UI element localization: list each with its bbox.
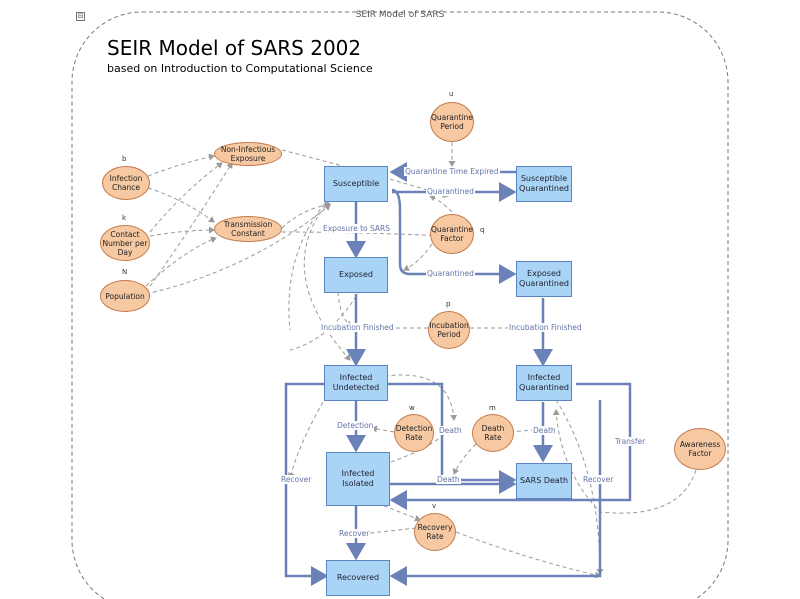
model-frame xyxy=(71,11,729,599)
stock-infected-isolated[interactable]: Infected Isolated xyxy=(326,452,390,506)
stock-susceptible[interactable]: Susceptible xyxy=(324,166,388,202)
flow-label-exposure-to-sars: Exposure to SARS xyxy=(322,224,392,233)
symbol-incubation-period: p xyxy=(446,300,451,308)
flow-label-recover-2: Recover xyxy=(582,475,615,484)
symbol-infection-chance: b xyxy=(122,155,127,163)
converter-awareness-factor[interactable]: Awareness Factor xyxy=(674,428,726,470)
collapse-icon[interactable]: ⊟ xyxy=(76,12,85,21)
diagram-subtitle: based on Introduction to Computational S… xyxy=(107,62,373,75)
stock-infected-quarantined[interactable]: Infected Quarantined xyxy=(516,365,572,401)
symbol-detection-rate: w xyxy=(409,404,415,412)
flow-label-death-3: Death xyxy=(436,475,461,484)
converter-death-rate[interactable]: Death Rate xyxy=(472,414,514,452)
converter-quarantine-period[interactable]: Quarantine Period xyxy=(430,102,474,142)
stock-recovered[interactable]: Recovered xyxy=(326,560,390,596)
flow-label-recover-1: Recover xyxy=(280,475,313,484)
symbol-quarantine-period: u xyxy=(449,90,454,98)
symbol-population: N xyxy=(122,268,128,276)
converter-detection-rate[interactable]: Detection Rate xyxy=(394,414,434,452)
flow-label-quarantined-s: Quarantined xyxy=(426,187,475,196)
converter-non-infectious-exposure[interactable]: Non-Infectious Exposure xyxy=(214,142,282,166)
symbol-recovery-rate: v xyxy=(432,502,437,510)
converter-recovery-rate[interactable]: Recovery Rate xyxy=(414,513,456,551)
flow-label-quarantined-e: Quarantined xyxy=(426,269,475,278)
symbol-quarantine-factor: q xyxy=(480,226,485,234)
flow-label-quarantine-time-expired: Quarantine Time Expired xyxy=(404,167,500,176)
flow-label-incubation-finished-2: Incubation Finished xyxy=(508,323,583,332)
converter-quarantine-factor[interactable]: Quarantine Factor xyxy=(430,214,474,254)
converter-contact-number[interactable]: Contact Number per Day xyxy=(100,225,150,261)
frame-title: SEIR Model of SARS xyxy=(355,10,445,20)
converter-population[interactable]: Population xyxy=(100,280,150,312)
flow-label-death-1: Death xyxy=(438,426,463,435)
stock-exposed[interactable]: Exposed xyxy=(324,257,388,293)
stock-sars-death[interactable]: SARS Death xyxy=(516,463,572,499)
stock-susceptible-quarantined[interactable]: Susceptible Quarantined xyxy=(516,166,572,202)
stock-exposed-quarantined[interactable]: Exposed Quarantined xyxy=(516,261,572,297)
symbol-contact-number: k xyxy=(122,214,127,222)
connectors xyxy=(145,142,697,579)
converter-infection-chance[interactable]: Infection Chance xyxy=(102,166,150,200)
converter-incubation-period[interactable]: Incubation Period xyxy=(428,311,470,349)
symbol-death-rate: m xyxy=(489,404,496,412)
flow-label-incubation-finished-1: Incubation Finished xyxy=(320,323,395,332)
stock-infected-undetected[interactable]: Infected Undetected xyxy=(324,365,388,401)
flow-label-transfer: Transfer xyxy=(614,437,647,446)
flow-label-recover-3: Recover xyxy=(338,529,371,538)
flow-label-detection: Detection xyxy=(336,421,375,430)
diagram-title: SEIR Model of SARS 2002 xyxy=(107,36,362,60)
converter-transmission-constant[interactable]: Transmission Constant xyxy=(214,216,282,242)
flow-label-death-2: Death xyxy=(532,426,557,435)
